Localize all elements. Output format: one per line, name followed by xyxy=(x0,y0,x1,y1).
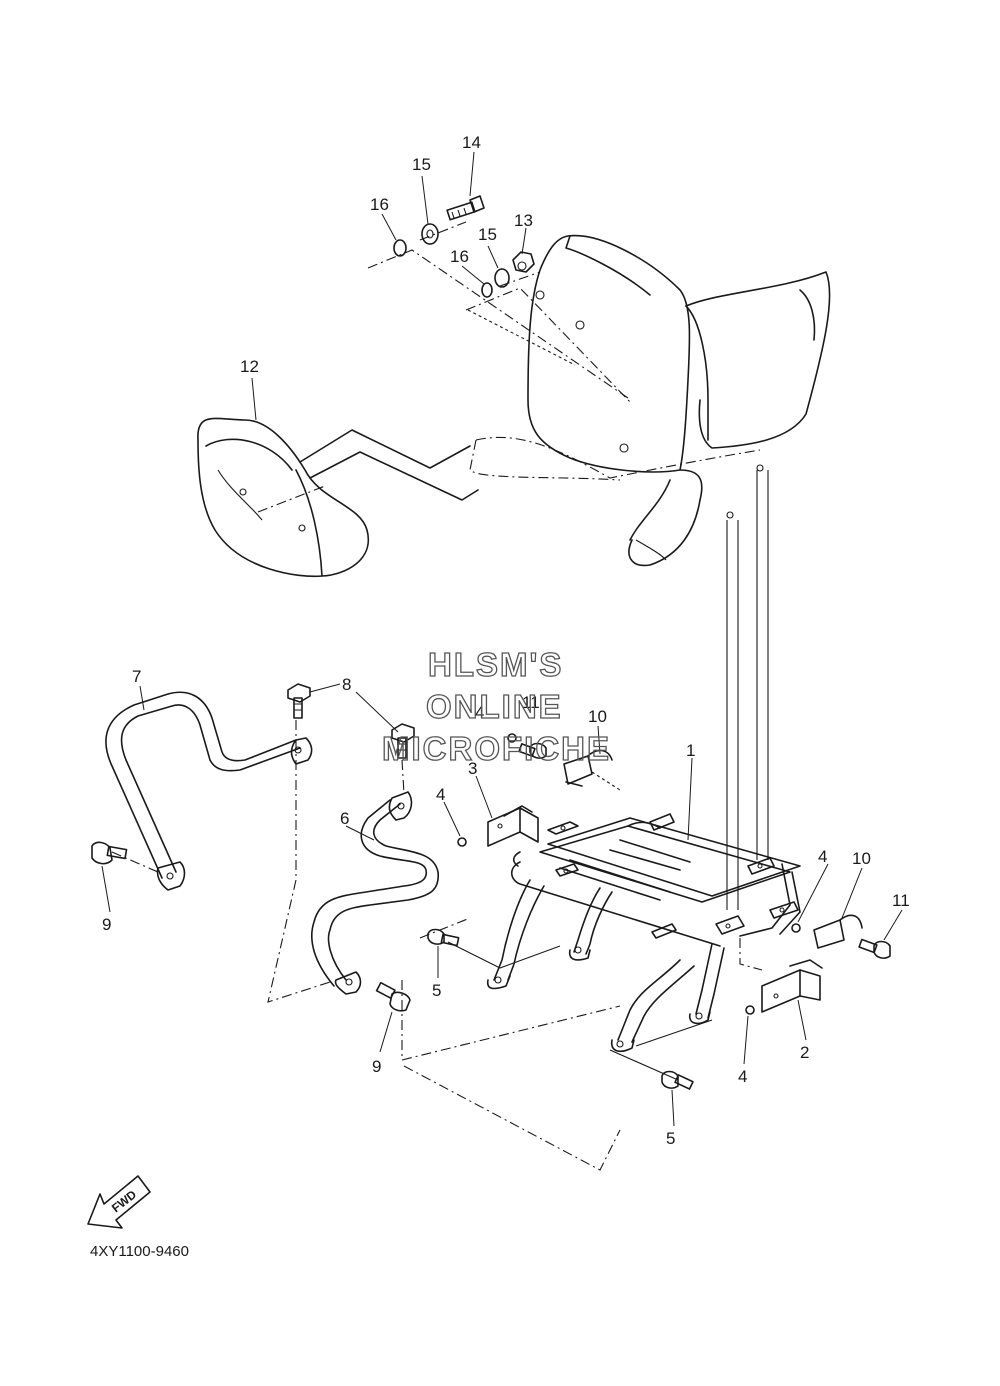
leader-lines xyxy=(101,151,903,1127)
grab-bar-7 xyxy=(105,691,313,891)
seat-cushion xyxy=(685,271,831,449)
bolt-14 xyxy=(446,195,485,221)
carrier-frame xyxy=(419,813,801,1081)
callout-15-lower: 15 xyxy=(478,225,497,244)
lock-washer-16b xyxy=(481,282,493,298)
washer-15a xyxy=(421,223,439,245)
callout-7: 7 xyxy=(132,667,141,686)
callout-10-upper: 10 xyxy=(588,707,607,726)
callout-5-lower: 5 xyxy=(666,1129,675,1148)
grab-bar-6 xyxy=(311,791,439,995)
callout-14: 14 xyxy=(462,133,481,152)
callout-3: 3 xyxy=(468,759,477,778)
brackets-and-fasteners xyxy=(403,733,891,1171)
callout-9-lower: 9 xyxy=(372,1057,381,1076)
callout-4-right: 4 xyxy=(818,847,827,866)
callout-1: 1 xyxy=(686,741,695,760)
callout-8: 8 xyxy=(342,675,351,694)
callout-4-left: 4 xyxy=(436,785,445,804)
nut-13 xyxy=(512,251,535,273)
callout-15-upper: 15 xyxy=(412,155,431,174)
diagram-part-code: 4XY1100-9460 xyxy=(90,1243,189,1260)
lock-washer-16a xyxy=(393,239,407,257)
callout-13: 13 xyxy=(514,211,533,230)
watermark-line-3: MICROFICHE xyxy=(382,730,611,767)
bolts-8-9 xyxy=(91,683,621,1061)
callout-5-left: 5 xyxy=(432,981,441,1000)
callout-11-lower: 11 xyxy=(892,891,910,910)
callout-16-lower: 16 xyxy=(450,247,469,266)
watermark: HLSM'S ONLINE MICROFICHE xyxy=(381,645,611,767)
callout-4-upper: 4 xyxy=(475,703,484,722)
callout-labels: 14 15 16 13 15 16 12 7 8 11 4 10 1 3 4 6… xyxy=(102,133,910,1148)
callout-11-upper: 11 xyxy=(522,693,540,712)
fwd-arrow: FWD xyxy=(87,1175,151,1229)
callout-6: 6 xyxy=(340,809,349,828)
washer-15b xyxy=(494,268,510,288)
callout-10-lower: 10 xyxy=(852,849,871,868)
backrest xyxy=(527,234,691,473)
back-pad xyxy=(197,417,370,578)
fwd-label: FWD xyxy=(109,1187,139,1215)
callout-2: 2 xyxy=(800,1043,809,1062)
backrest-assembly xyxy=(197,234,831,910)
callout-16-upper: 16 xyxy=(370,195,389,214)
watermark-line-1: HLSM'S xyxy=(428,646,563,683)
callout-9-left: 9 xyxy=(102,915,111,934)
watermark-line-2: ONLINE xyxy=(426,688,563,725)
callout-12: 12 xyxy=(240,357,259,376)
callout-4-lower: 4 xyxy=(738,1067,747,1086)
backrest-hardware xyxy=(367,195,631,403)
